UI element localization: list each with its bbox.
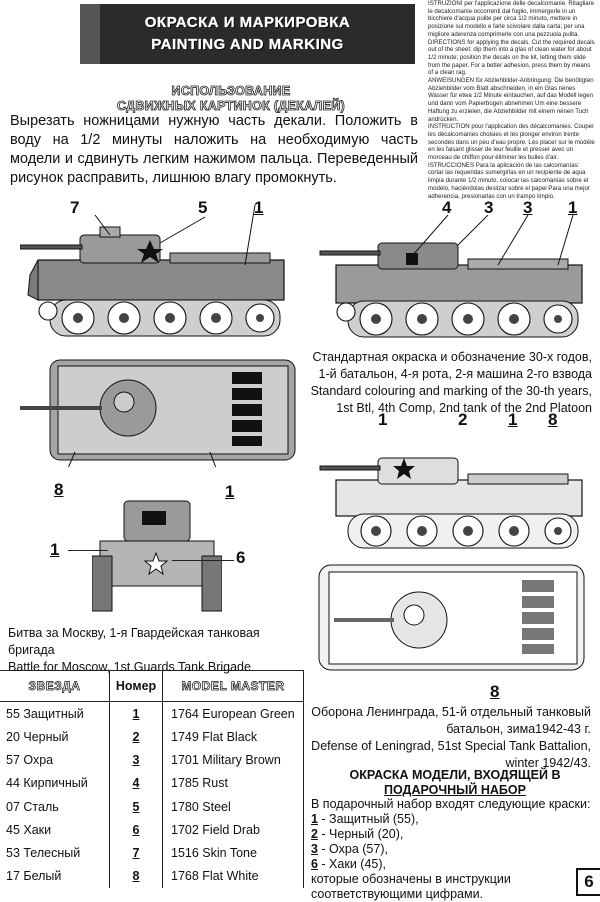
page-number: 6 xyxy=(576,868,600,896)
decal-instructions: Вырезать ножницами нужную часть декали. … xyxy=(10,113,418,186)
header-banner: ОКРАСКА И МАРКИРОВКА PAINTING AND MARKIN… xyxy=(80,4,415,64)
gift-intro: В подарочный набор входят следующие крас… xyxy=(311,797,591,811)
header-model-master: MODEL MASTER xyxy=(162,670,304,702)
callout-1-top: 1 xyxy=(225,482,235,501)
callout-8-leningrad: 8 xyxy=(548,410,558,429)
directions-de: ANWEISUNGEN für Abziehbilder-Anbringung:… xyxy=(428,77,594,123)
caption-leningrad: Оборона Ленинграда, 51-й отдельный танко… xyxy=(305,704,591,772)
header-zvezda: ЗВЕЗДА xyxy=(0,670,110,702)
tank-side-view-standard xyxy=(318,215,590,340)
callout-1-leningrad: 1 xyxy=(378,410,388,429)
gift-item: 6 - Хаки (45), xyxy=(311,857,386,871)
leader-line-6 xyxy=(172,560,234,561)
tank-top-view-leningrad xyxy=(314,560,589,680)
caption-leningrad-en: Defense of Leningrad, 51st Special Tank … xyxy=(311,739,591,770)
callout-3-underlined: 3 xyxy=(523,198,533,217)
callout-2: 2 xyxy=(458,410,468,429)
caption-standard-en: Standard colouring and marking of the 30… xyxy=(310,384,592,415)
callout-4: 4 xyxy=(442,198,452,217)
caption-moscow: Битва за Москву, 1-я Гвардейская танкова… xyxy=(8,625,308,676)
callout-5: 5 xyxy=(198,198,208,217)
callout-8: 8 xyxy=(54,480,64,499)
gift-set-body: В подарочный набор входят следующие крас… xyxy=(311,797,591,902)
tank-side-view-leningrad xyxy=(318,440,590,550)
callout-6: 6 xyxy=(236,548,246,567)
directions-it: ISTRUZIONI per l'applicazione delle deca… xyxy=(428,0,595,38)
directions-en: DIRECTIONS for applying the decals. Cut … xyxy=(428,38,595,77)
caption-standard: Стандартная окраска и обозначение 30-х г… xyxy=(300,349,592,417)
caption-standard-ru: Стандартная окраска и обозначение 30-х г… xyxy=(312,350,592,381)
caption-leningrad-ru: Оборона Ленинграда, 51-й отдельный танко… xyxy=(311,705,591,736)
gift-item: 3 - Охра (57), xyxy=(311,842,388,856)
multilingual-directions: ISTRUZIONI per l'applicazione delle deca… xyxy=(428,0,596,240)
gift-set-title: ОКРАСКА МОДЕЛИ, ВХОДЯЩЕЙ В ПОДАРОЧНЫЙ НА… xyxy=(349,768,561,797)
gift-item: 1 - Защитный (55), xyxy=(311,812,419,826)
gift-outro: которые обозначены в инструкции соответс… xyxy=(311,872,511,901)
tank-top-view-moscow xyxy=(20,352,300,467)
decal-section-title: ИСПОЛЬЗОВАНИЕ СДВИЖНЫХ КАРТИНОК (ДЕКАЛЕЙ… xyxy=(116,84,346,114)
callout-1: 1 xyxy=(254,198,264,217)
header-title-en: PAINTING AND MARKING xyxy=(151,36,344,53)
callout-1-underlined: 1 xyxy=(508,410,518,429)
callout-1-front: 1 xyxy=(50,540,60,559)
callout-8-top: 8 xyxy=(490,682,500,701)
gift-item: 2 - Черный (20), xyxy=(311,827,404,841)
leader-line-1 xyxy=(68,550,108,551)
callout-3: 3 xyxy=(484,198,494,217)
header-title-ru: ОКРАСКА И МАРКИРОВКА xyxy=(144,14,351,31)
tank-front-view xyxy=(92,496,222,616)
callout-1-right: 1 xyxy=(568,198,578,217)
banner-tab xyxy=(80,4,100,64)
header-number: Номер xyxy=(109,670,163,702)
caption-moscow-ru: Битва за Москву, 1-я Гвардейская танкова… xyxy=(8,626,260,657)
directions-fr: INSTRUCTION pour l'application des décal… xyxy=(428,123,595,162)
directions-es: ISTRUCCIONES Para la aplicación de las c… xyxy=(428,161,590,200)
tank-side-view-moscow xyxy=(20,205,292,340)
callout-7: 7 xyxy=(70,198,80,217)
paint-table-header: ЗВЕЗДА Номер MODEL MASTER xyxy=(0,670,304,702)
